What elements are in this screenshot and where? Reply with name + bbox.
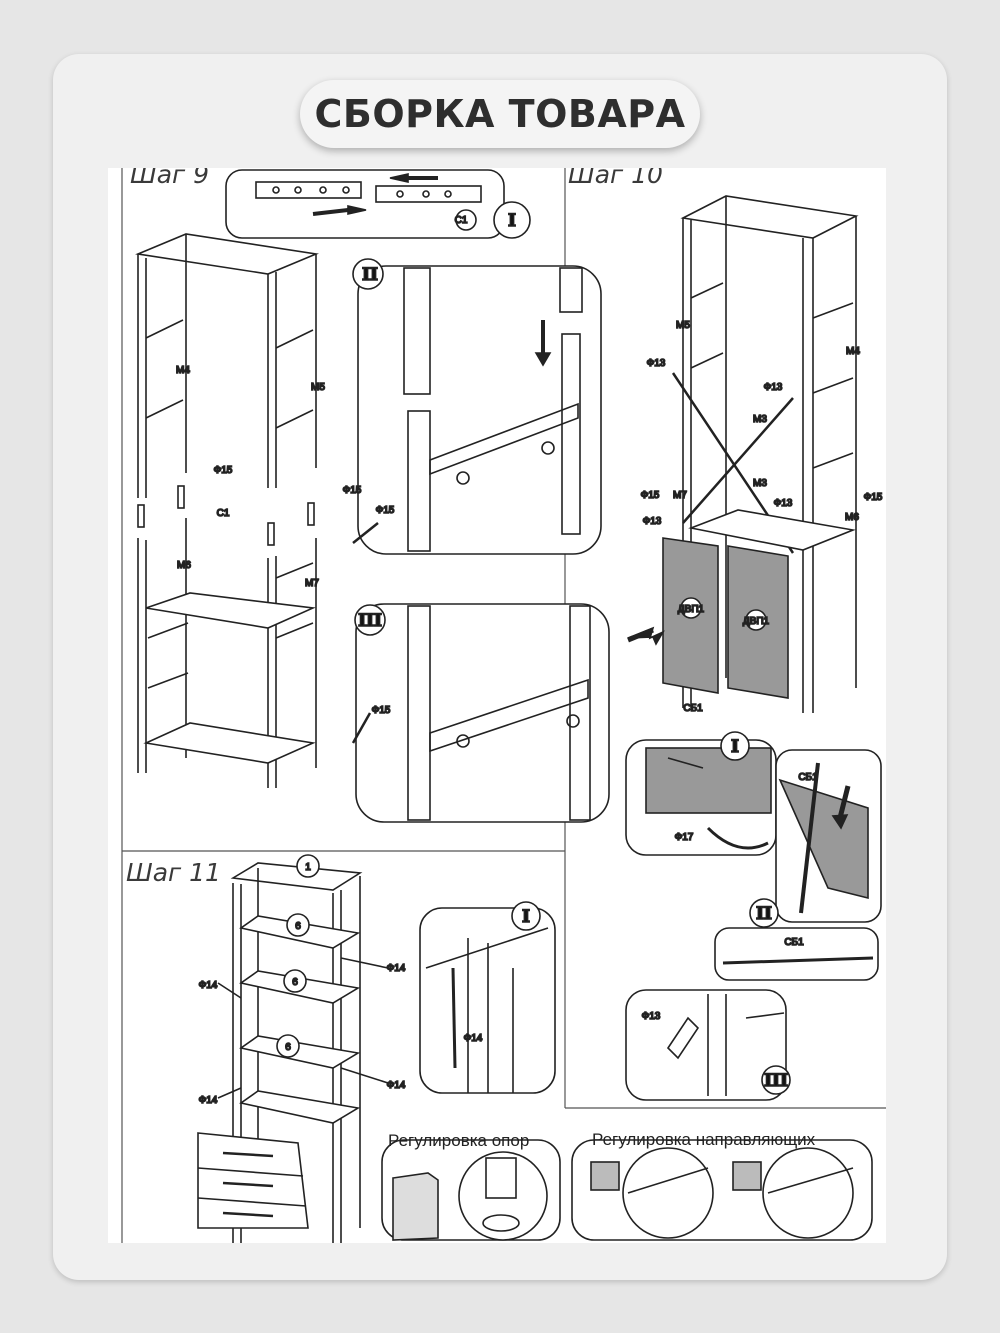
label-f14-inset: Ф14 [464,1033,483,1044]
label-f15-ii: Ф15 [376,505,395,516]
step11-label: Шаг 11 [126,858,221,887]
assembly-diagram: C1 I M4 M5 Ф15 C1 Ф15 M6 M7 II Ф15 III Ф… [121,168,886,1243]
label-roman-ii-step10: II [756,904,772,924]
step10-inset-i [625,731,777,856]
label-m7-step10: M7 [673,490,687,501]
label-m6-step9: M6 [177,560,191,571]
label-f13-iii: Ф13 [642,1011,661,1022]
label-c1-step9: C1 [217,508,230,519]
label-f14-a: Ф14 [199,980,218,991]
step10-label: Шаг 10 [568,168,663,189]
step10-inset-iii [625,989,791,1101]
label-shelf-6-c: 6 [285,1042,291,1053]
label-m6-step10: M6 [845,512,859,523]
label-m4-step10: M4 [846,346,860,357]
step9-inset-ii [352,258,602,555]
rails-adjust-caption: Регулировка направляющих [592,1130,816,1149]
label-c1-top: C1 [455,215,468,226]
label-m5-step10: M5 [676,320,690,331]
label-part-1: 1 [305,862,311,873]
step11-inset-i [419,901,556,1094]
step9-main-frame [135,233,319,788]
page-title: СБОРКА ТОВАРА [300,80,700,148]
step11-cabinet [197,854,389,1243]
label-f15-iii: Ф15 [372,705,391,716]
step9-inset-iii [351,603,610,823]
label-sb1-iib: СБ1 [784,937,804,948]
label-m7-step9: M7 [305,578,319,589]
assembly-sheet: C1 I M4 M5 Ф15 C1 Ф15 M6 M7 II Ф15 III Ф… [108,168,886,1243]
rails-adjust-inset [571,1139,873,1241]
label-f15-b: Ф15 [343,485,362,496]
step10-frame [627,195,859,713]
label-sb1-ii: СБ1 [798,772,818,783]
label-shelf-6-a: 6 [295,921,301,932]
label-f14-d: Ф14 [387,1080,406,1091]
label-m3-b: M3 [753,478,767,489]
label-f13-b: Ф13 [764,382,783,393]
label-m5-step9: M5 [311,382,325,393]
label-f13-d: Ф13 [643,516,662,527]
legs-adjust-inset [381,1139,561,1241]
label-dvp1-b: ДВП1 [743,616,770,627]
label-f15-a: Ф15 [214,465,233,476]
label-roman-iii-step10: III [764,1071,788,1091]
label-roman-iii-step9: III [358,611,382,631]
label-roman-i-step10: I [731,737,739,757]
label-m3-a: M3 [753,414,767,425]
label-sb1-step10: СБ1 [683,703,703,714]
step9-rail-inset [225,169,531,239]
label-m4-step9: M4 [176,365,190,376]
label-f13-c: Ф13 [774,498,793,509]
legs-adjust-caption: Регулировка опор [388,1131,530,1150]
label-roman-ii-step9: II [362,265,378,285]
label-f15-d: Ф15 [864,492,883,503]
label-f17: Ф17 [675,832,694,843]
label-roman-i-step11: I [522,907,530,927]
label-f15-c: Ф15 [641,490,660,501]
label-f14-c: Ф14 [199,1095,218,1106]
label-dvp1-a: ДВП1 [678,604,705,615]
label-f14-b: Ф14 [387,963,406,974]
label-f13-a: Ф13 [647,358,666,369]
label-roman-i-step9: I [508,211,516,231]
step10-inset-ii [714,749,882,981]
label-shelf-6-b: 6 [292,977,298,988]
step9-label: Шаг 9 [130,168,210,189]
